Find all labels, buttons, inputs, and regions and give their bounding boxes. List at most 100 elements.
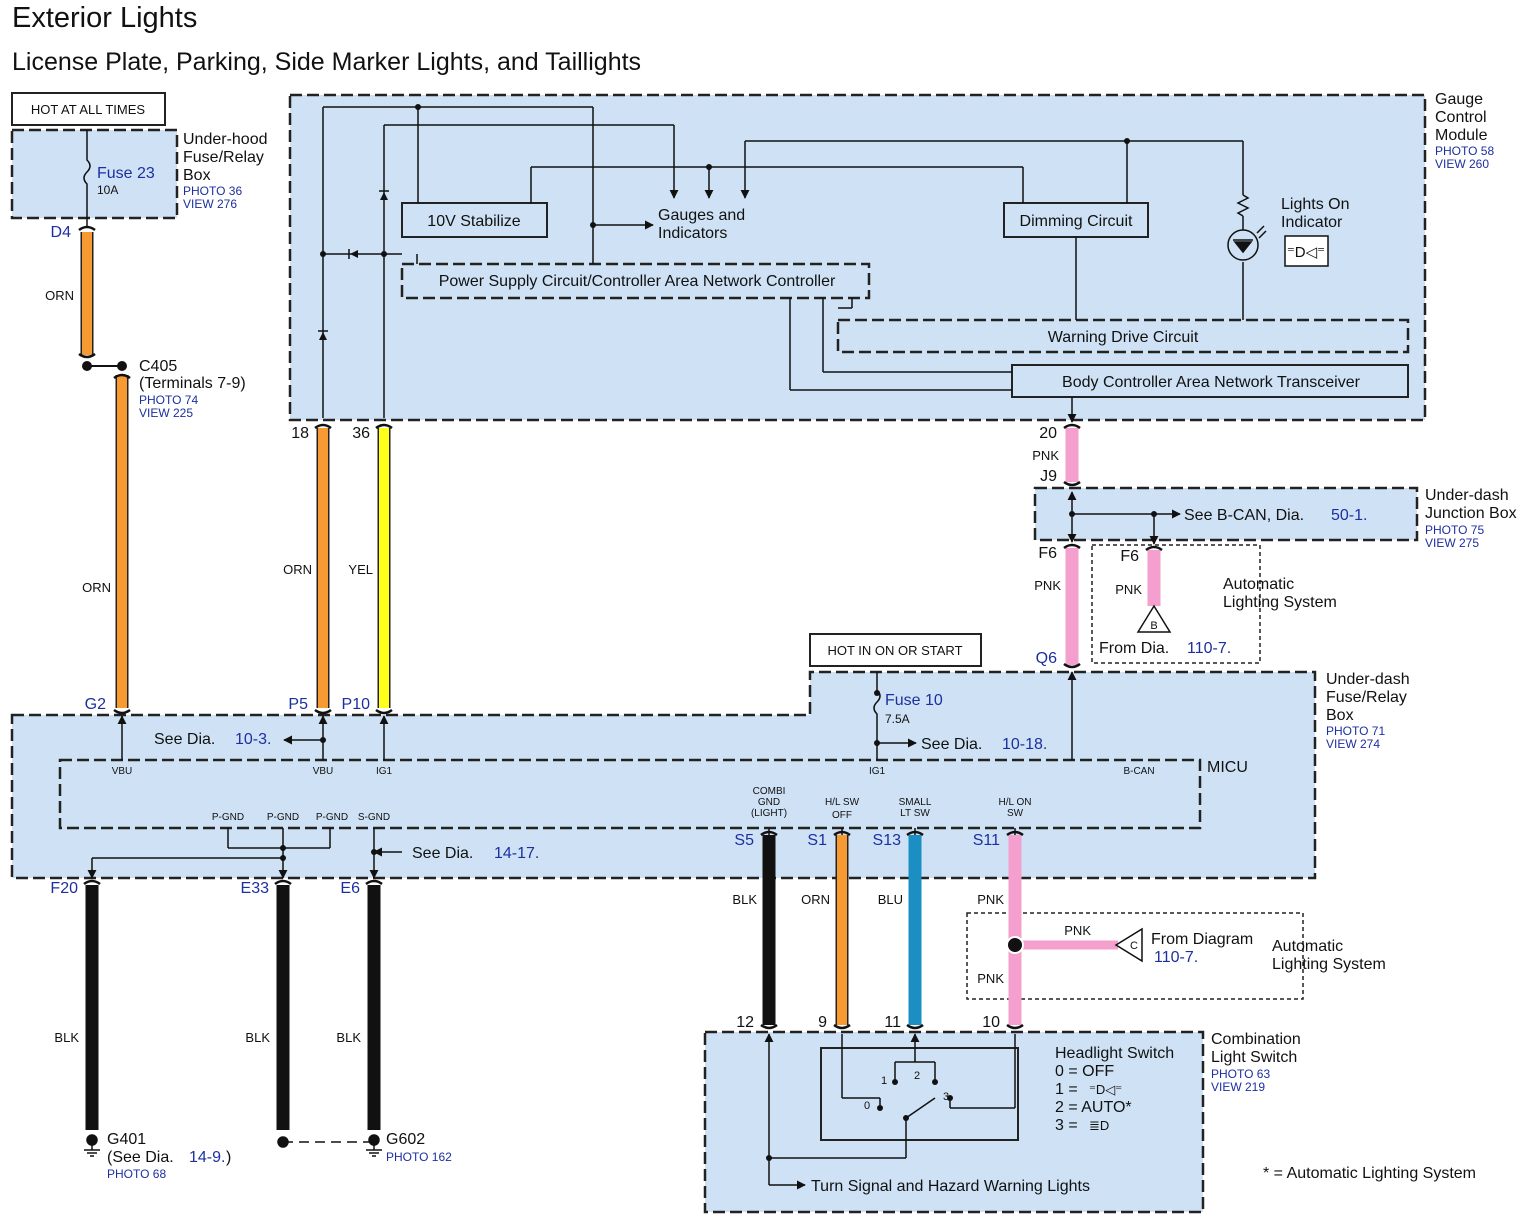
c405-connector <box>82 361 127 371</box>
pin-combi-1: COMBI <box>753 786 786 797</box>
stabilize-box <box>401 202 548 238</box>
auto-light-label-1: Automatic <box>1223 576 1294 593</box>
hot-at-all-times-box <box>11 92 166 126</box>
wire-label-pnk-20: PNK <box>1032 448 1059 463</box>
lights-on-indicator-lamp <box>1227 229 1259 261</box>
combination-view-link[interactable]: VIEW 219 <box>1211 1080 1265 1094</box>
pin-hlon-2: SW <box>1007 808 1024 819</box>
g401-photo-link[interactable]: PHOTO 68 <box>107 1167 166 1181</box>
see-dia-sgnd-ref-link[interactable]: 14-17. <box>494 845 539 862</box>
headlight-s3: 3 = <box>1055 1117 1078 1134</box>
lights-on-label-1: Lights On <box>1281 196 1349 213</box>
turn-signal-label: Turn Signal and Hazard Warning Lights <box>811 1178 1090 1195</box>
conn-e33: E33 <box>241 880 270 897</box>
g602-label: G602 <box>386 1131 425 1148</box>
pin-sgnd: S-GND <box>358 812 390 823</box>
from-diagram-ref-link[interactable]: 110-7. <box>1154 949 1198 966</box>
auto-light-c-box <box>966 912 1304 1000</box>
underdash-fuse-label-1: Under-dash <box>1326 671 1410 688</box>
headlight-switch-frame <box>820 1047 1019 1141</box>
conn-s1: S1 <box>807 832 827 849</box>
junction-label-2: Junction Box <box>1425 505 1517 522</box>
term-36: 36 <box>352 425 370 442</box>
pin-pgnd-2: P-GND <box>267 812 299 823</box>
underdash-fuse-photo-link[interactable]: PHOTO 71 <box>1326 724 1385 738</box>
pin-ig1-a: IG1 <box>376 766 393 777</box>
g401-close-paren: ) <box>226 1149 231 1166</box>
gcm-photo-link[interactable]: PHOTO 58 <box>1435 144 1494 158</box>
wire-label-orn-d4: ORN <box>45 288 74 303</box>
conn-f6b: F6 <box>1120 548 1139 565</box>
auto-light2-label-1: Automatic <box>1272 938 1343 955</box>
sw-pos-2: 2 <box>914 1070 920 1082</box>
hot-in-on-box <box>809 633 982 667</box>
underdash-fuse-label-2: Fuse/Relay <box>1326 689 1407 706</box>
junction-photo-link[interactable]: PHOTO 75 <box>1425 523 1484 537</box>
see-dia-left-ref-link[interactable]: 10-3. <box>235 731 271 748</box>
combination-photo-link[interactable]: PHOTO 63 <box>1211 1067 1270 1081</box>
underhood-view-link[interactable]: VIEW 276 <box>183 197 237 211</box>
pin-small-1: SMALL <box>899 797 932 808</box>
junction-dots <box>280 104 1157 1161</box>
gcm-view-link[interactable]: VIEW 260 <box>1435 157 1489 171</box>
conn-f6a: F6 <box>1038 545 1057 562</box>
junction-view-link[interactable]: VIEW 275 <box>1425 536 1479 550</box>
underhood-photo-link[interactable]: PHOTO 36 <box>183 184 242 198</box>
term-20: 20 <box>1039 425 1057 442</box>
conn-e6: E6 <box>340 880 360 897</box>
see-dia-fuse-label: See Dia. <box>921 736 982 753</box>
underdash-fuse-view-link[interactable]: VIEW 274 <box>1326 737 1380 751</box>
hot-at-all-times-label: HOT AT ALL TIMES <box>31 102 145 117</box>
page-subtitle: License Plate, Parking, Side Marker Ligh… <box>12 48 642 76</box>
connector-caps <box>78 225 1163 1030</box>
parking-light-icon: ⁼D◁⁼ <box>1287 244 1325 261</box>
sw-pos-0: 0 <box>864 1100 870 1112</box>
stabilize-label: 10V Stabilize <box>427 213 520 230</box>
underhood-box <box>10 128 179 220</box>
c405-label: C405 <box>139 358 177 375</box>
conn-s11: S11 <box>973 832 1000 849</box>
combination-label-2: Light Switch <box>1211 1049 1297 1066</box>
micu-box <box>58 758 1202 830</box>
underhood-label-2: Fuse/Relay <box>183 149 264 166</box>
auto-light-label-2: Lighting System <box>1223 594 1337 611</box>
wire-label-blu-s13: BLU <box>878 892 903 907</box>
g401-see-label: (See Dia. <box>107 1149 174 1166</box>
gcm-label-2: Control <box>1435 109 1487 126</box>
wire-label-pnk-f6b: PNK <box>1115 582 1142 597</box>
power-supply-box <box>400 262 871 300</box>
c405-view-link[interactable]: VIEW 225 <box>139 406 193 420</box>
wire-label-orn-18: ORN <box>283 562 312 577</box>
fuse-10-label: Fuse 10 <box>885 692 943 709</box>
tri-b-letter: B <box>1150 620 1157 632</box>
gcm-label-1: Gauge <box>1435 91 1483 108</box>
gcm-label-3: Module <box>1435 127 1488 144</box>
g602-photo-link[interactable]: PHOTO 162 <box>386 1150 452 1164</box>
warning-drive-label: Warning Drive Circuit <box>1048 329 1199 346</box>
footnote: * = Automatic Lighting System <box>1263 1165 1476 1182</box>
headlight-s2: 2 = AUTO* <box>1055 1099 1132 1116</box>
gauges-label-1: Gauges and <box>658 207 745 224</box>
wire-label-yel-36: YEL <box>348 562 373 577</box>
from-dia-b-ref-link[interactable]: 110-7. <box>1187 640 1231 657</box>
wire-label-orn-c405: ORN <box>82 580 111 595</box>
see-dia-fuse-ref-link[interactable]: 10-18. <box>1002 736 1047 753</box>
headlight-title: Headlight Switch <box>1055 1045 1174 1062</box>
term-10: 10 <box>982 1014 1000 1031</box>
term-12: 12 <box>736 1014 754 1031</box>
c405-photo-link[interactable]: PHOTO 74 <box>139 393 198 407</box>
see-dia-sgnd-label: See Dia. <box>412 845 473 862</box>
conn-p10: P10 <box>342 696 371 713</box>
see-dia-left-label: See Dia. <box>154 731 215 748</box>
conn-p5: P5 <box>288 696 308 713</box>
wire-label-blk-s5: BLK <box>732 892 757 907</box>
wire-label-pnk-s11: PNK <box>977 892 1004 907</box>
pin-hlsw-2: OFF <box>832 810 852 821</box>
see-bcan-ref-link[interactable]: 50-1. <box>1331 507 1367 524</box>
term-9: 9 <box>818 1014 827 1031</box>
wire-label-blk-f20: BLK <box>54 1030 79 1045</box>
g401-ref-link[interactable]: 14-9. <box>189 1149 225 1166</box>
pin-combi-3: (LIGHT) <box>751 808 787 819</box>
diodes <box>318 190 389 340</box>
